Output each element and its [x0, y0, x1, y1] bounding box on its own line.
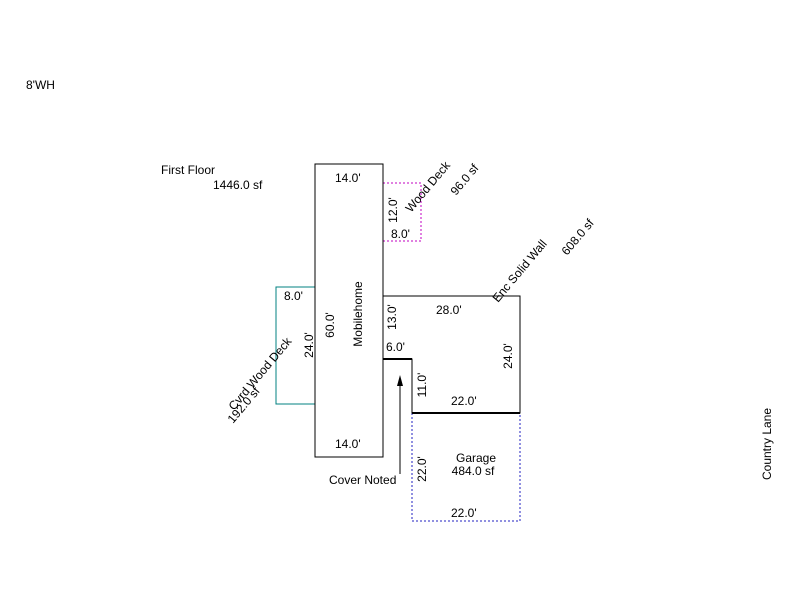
covered-deck-side-dimension: 24.0' — [302, 332, 316, 358]
covered-deck-outline — [275, 286, 315, 405]
covered-deck-top-dimension: 8.0' — [284, 289, 303, 303]
floor-area-label: 1446.0 sf — [213, 178, 263, 192]
mobilehome-name-label: Mobilehome — [351, 281, 365, 347]
wood-deck-bottom-dimension: 8.0' — [391, 227, 410, 241]
covered-deck-name-label: Cvrd Wood Deck — [226, 334, 296, 413]
garage-side-dimension: 22.0' — [415, 456, 429, 482]
enclosed-wall-bottom-dimension: 22.0' — [451, 394, 477, 408]
wood-deck-area-label: 96.0 sf — [448, 161, 482, 198]
mobilehome-bottom-dimension: 14.0' — [335, 437, 361, 451]
enclosed-wall-name-label: Enc Solid Wall — [490, 237, 550, 305]
enclosed-wall-step-dimension: 6.0' — [386, 340, 405, 354]
mobilehome-length-dimension: 60.0' — [323, 312, 337, 338]
garage-name-label: Garage — [456, 451, 496, 465]
enclosed-wall-area-label: 608.0 sf — [559, 216, 598, 258]
mobilehome-outline — [314, 163, 384, 458]
enclosed-wall-top-dimension: 28.0' — [436, 303, 462, 317]
enclosed-wall-lower-dimension: 11.0' — [415, 373, 429, 398]
enclosed-wall-upper-dimension: 13.0' — [385, 304, 399, 330]
cover-note-arrowhead — [397, 375, 403, 386]
street-label: Country Lane — [760, 408, 774, 480]
mobilehome-top-dimension: 14.0' — [335, 171, 361, 185]
wood-deck-name-label: Wood Deck — [403, 158, 454, 215]
garage-bottom-dimension: 22.0' — [451, 506, 477, 520]
enclosed-wall-right-dimension: 24.0' — [501, 343, 515, 369]
sketch-code-label: 8'WH — [26, 78, 55, 92]
garage-area-label: 484.0 sf — [452, 464, 495, 478]
wood-deck-side-dimension: 12.0' — [386, 197, 400, 223]
garage-outline — [411, 413, 521, 522]
cover-note-label: Cover Noted — [329, 473, 396, 487]
floor-label: First Floor — [161, 163, 215, 177]
